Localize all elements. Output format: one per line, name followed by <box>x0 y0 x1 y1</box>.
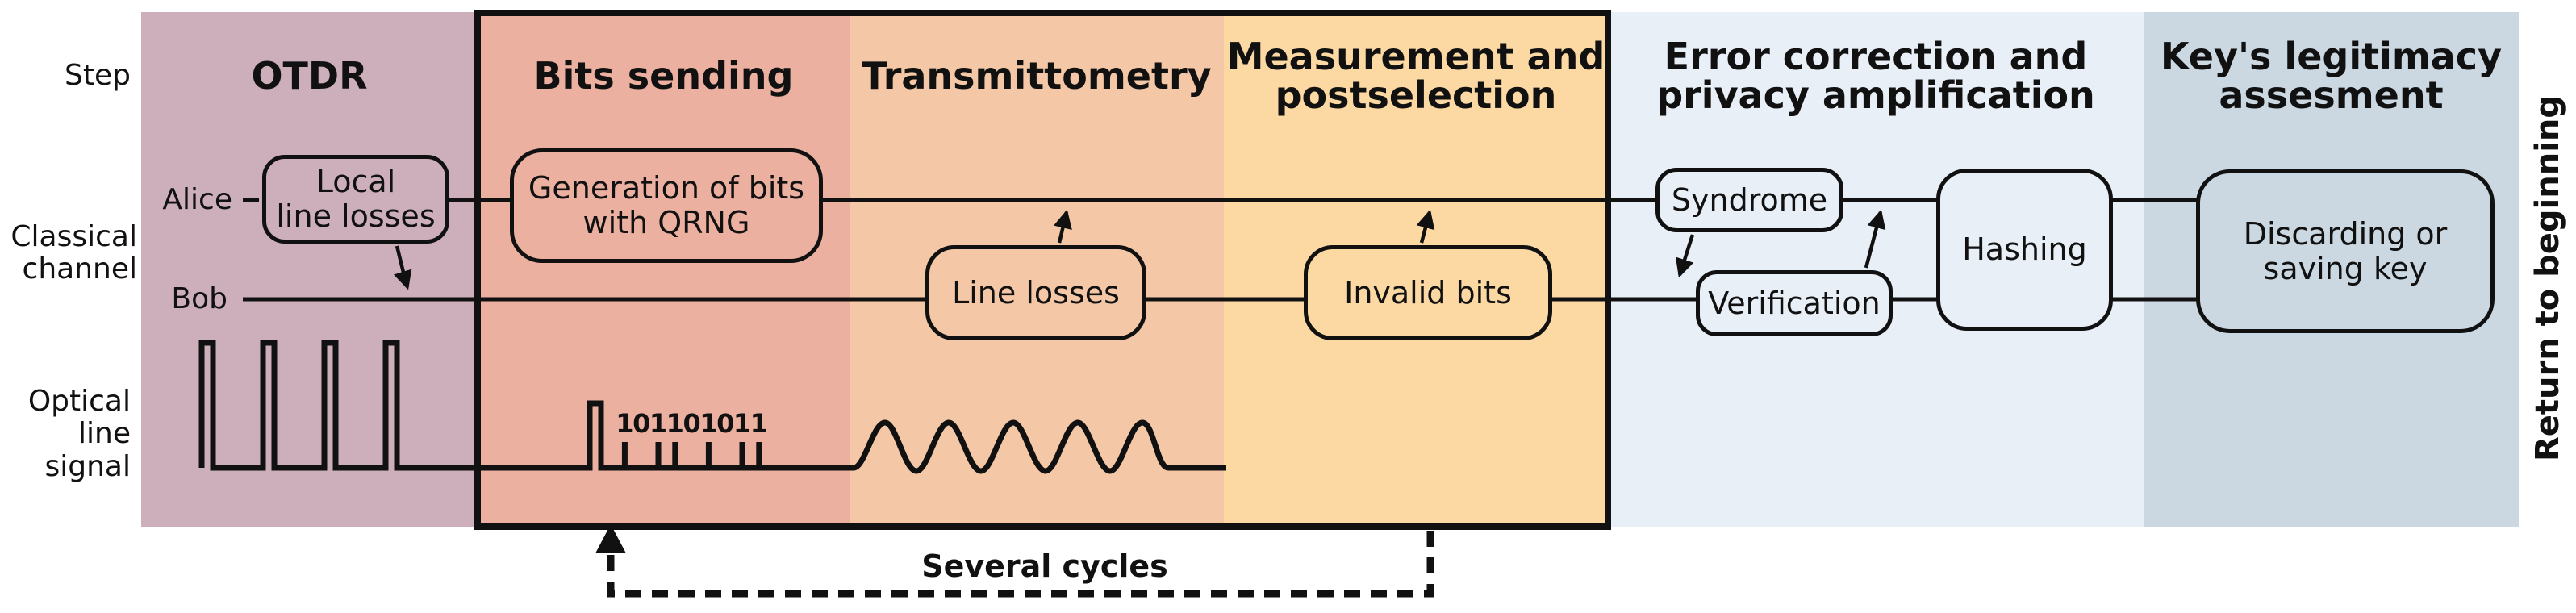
step-header-transmittometry: Transmittometry <box>862 54 1212 98</box>
band-bits-sending <box>478 12 850 527</box>
box-invalid-bits: Invalid bits <box>1304 245 1552 340</box>
bit-digit: 0 <box>716 408 734 439</box>
box-generation-of-bits-qrng-label: Generation of bits with QRNG <box>528 170 805 240</box>
return-to-beginning-label: Return to beginning <box>2529 94 2566 462</box>
several-cycles-arrowhead <box>595 524 626 553</box>
row-label-optical-line-signal: Optical line signal <box>27 385 131 483</box>
box-hashing: Hashing <box>1936 169 2113 331</box>
box-discarding-or-saving-key-label: Discarding or saving key <box>2243 215 2448 286</box>
bit-digit: 1 <box>750 408 768 439</box>
box-syndrome: Syndrome <box>1655 168 1843 232</box>
box-syndrome-label: Syndrome <box>1671 181 1828 218</box>
arrow-verification-to-alice <box>1864 209 1886 269</box>
box-hashing-label: Hashing <box>1962 231 2087 268</box>
arrow-local-losses-to-bob <box>393 245 412 290</box>
bit-digit: 1 <box>666 408 684 439</box>
bit-digit: 1 <box>699 408 717 439</box>
box-verification: Verification <box>1696 270 1893 336</box>
bit-digit: 0 <box>633 408 650 439</box>
optical-signal-trace <box>198 340 1226 474</box>
box-generation-of-bits-qrng: Generation of bits with QRNG <box>510 148 823 263</box>
step-header-error-correction: Error correction and privacy amplificati… <box>1656 35 2095 118</box>
row-label-step: Step <box>65 59 131 92</box>
band-otdr <box>141 12 478 527</box>
arrow-syndrome-to-bob <box>1675 234 1695 278</box>
several-cycles-dashed-path <box>607 530 1434 598</box>
bit-digit: 1 <box>616 408 633 439</box>
row-label-classical-channel: Classical channel <box>10 220 137 286</box>
row-label-alice: Alice <box>162 183 232 216</box>
arrow-invalid-bits-to-alice <box>1416 209 1435 244</box>
cycle-section-border <box>474 10 1611 530</box>
bit-digit: 0 <box>683 408 700 439</box>
box-discarding-or-saving-key: Discarding or saving key <box>2196 169 2495 333</box>
several-cycles-label: Several cycles <box>921 548 1168 584</box>
arrow-line-losses-to-alice <box>1054 209 1072 244</box>
step-header-measurement-postselection: Measurement and postselection <box>1226 35 1605 118</box>
row-label-bob: Bob <box>171 282 228 315</box>
bit-digit: 1 <box>649 408 667 439</box>
box-verification-label: Verification <box>1708 285 1881 321</box>
box-line-losses-label: Line losses <box>952 274 1120 311</box>
bit-digit: 1 <box>733 408 751 439</box>
step-header-otdr: OTDR <box>251 54 368 98</box>
box-line-losses: Line losses <box>925 245 1146 340</box>
box-local-line-losses: Local line losses <box>262 155 449 244</box>
step-header-key-assessment: Key's legitimacy assesment <box>2160 35 2503 118</box>
box-local-line-losses-label: Local line losses <box>276 164 436 234</box>
step-header-bits-sending: Bits sending <box>533 54 794 98</box>
box-invalid-bits-label: Invalid bits <box>1344 274 1512 311</box>
